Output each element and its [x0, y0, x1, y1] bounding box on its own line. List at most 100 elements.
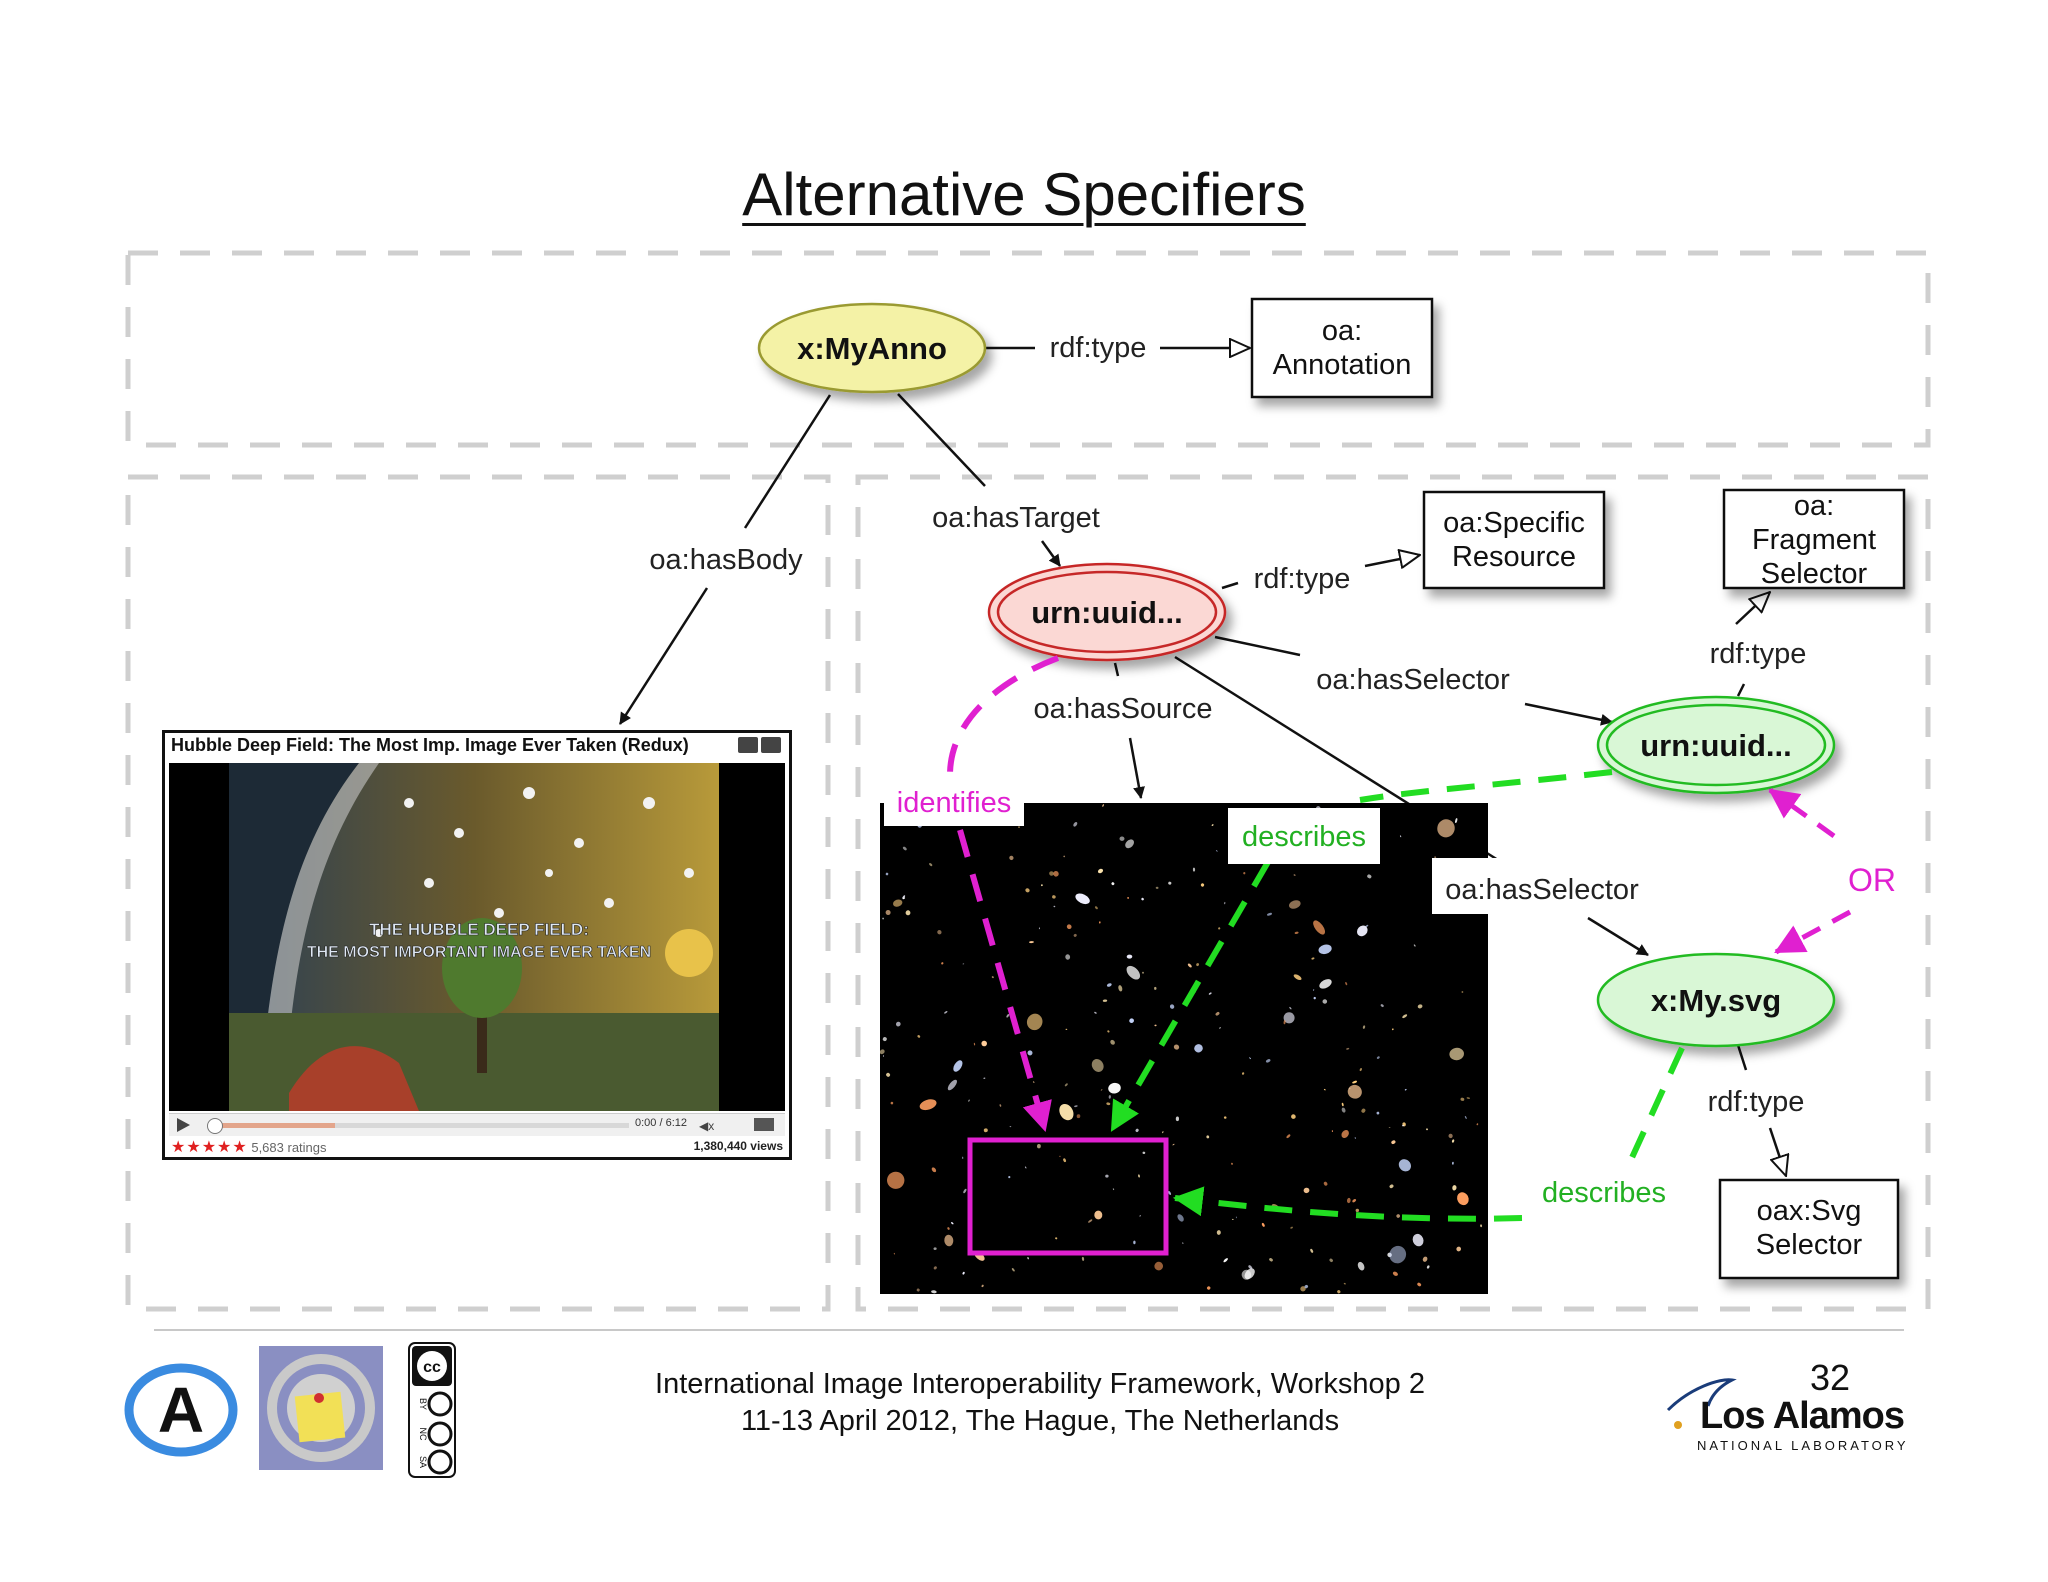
starfield [880, 803, 1488, 1294]
node-selector-uuid-outer [1596, 695, 1836, 795]
galaxy [1066, 924, 1072, 930]
galaxy [1027, 1257, 1029, 1260]
box-svg-selector [1718, 1178, 1900, 1280]
galaxy [1304, 1284, 1309, 1289]
video-frame[interactable]: THE HUBBLE DEEP FIELD: THE MOST IMPORTAN… [169, 763, 785, 1111]
galaxy [1354, 1137, 1356, 1139]
galaxy [1097, 868, 1104, 874]
galaxy [886, 1072, 891, 1077]
edge-rdf-type-target-a [1221, 581, 1239, 590]
galaxy [1345, 981, 1348, 986]
box-svg-selector-line2: Selector [1756, 1229, 1863, 1261]
footer-line-2: 11-13 April 2012, The Hague, The Netherl… [740, 1405, 1340, 1437]
edge-has-body-a [743, 394, 832, 529]
galaxy [1392, 1271, 1398, 1276]
galaxy [882, 1037, 887, 1042]
galaxy [1391, 1140, 1396, 1145]
edge-has-selector-a [1214, 635, 1301, 657]
edge-has-target-b [1040, 540, 1062, 567]
galaxy [1018, 826, 1020, 829]
galaxy [1331, 1130, 1334, 1132]
progress-knob[interactable] [207, 1118, 223, 1134]
galaxy [1053, 871, 1059, 877]
flag-icon[interactable] [761, 737, 781, 753]
galaxy [893, 899, 903, 907]
cc-nc-label: NC [418, 1428, 428, 1441]
galaxy [1361, 1108, 1366, 1113]
galaxy [1207, 1286, 1211, 1290]
edge-has-selector-2-b [1587, 916, 1649, 957]
galaxy [919, 1099, 937, 1111]
box-fragment-selector-line3: Selector [1761, 558, 1868, 590]
video-player[interactable]: Hubble Deep Field: The Most Imp. Image E… [162, 730, 792, 1160]
galaxy [1417, 1004, 1423, 1009]
video-overlay-line2: THE MOST IMPORTANT IMAGE EVER TAKEN [307, 944, 651, 961]
label-has-target: oa:hasTarget [932, 502, 1100, 534]
box-fragment-selector [1722, 488, 1906, 590]
org-name: Los Alamos [1700, 1395, 1905, 1437]
galaxy [1300, 1286, 1306, 1292]
galaxy [1053, 905, 1056, 908]
galaxy [1341, 1130, 1349, 1138]
galaxy [1261, 1222, 1265, 1227]
share-icon[interactable] [738, 737, 758, 753]
label-has-body: oa:hasBody [649, 544, 803, 576]
galaxy [947, 1227, 950, 1230]
node-my-anno [757, 302, 987, 394]
galaxy [1367, 874, 1372, 879]
box-fragment-selector-line2: Fragment [1752, 524, 1876, 556]
footer-line-1: International Image Interoperability Fra… [655, 1368, 1425, 1400]
galaxy [1076, 1114, 1081, 1119]
box-annotation-line2: Annotation [1273, 349, 1412, 381]
cc-by-label: BY [418, 1398, 428, 1410]
galaxy [1100, 1089, 1103, 1091]
galaxy [1106, 1102, 1111, 1106]
progress-bar[interactable] [207, 1118, 629, 1134]
node-selector-uuid [1605, 703, 1827, 787]
node-target-uuid [996, 570, 1218, 654]
galaxy [1293, 874, 1296, 876]
galaxy [1231, 1162, 1233, 1165]
box-svg-selector-line1: oax:Svg [1757, 1195, 1862, 1227]
galaxy [1404, 1088, 1407, 1091]
galaxy [1455, 818, 1458, 824]
play-icon[interactable] [177, 1118, 190, 1132]
rating-stars[interactable]: ★★★★★ [171, 1139, 248, 1156]
svg-text:cc: cc [423, 1359, 441, 1376]
galaxy [941, 962, 944, 965]
volume-icon[interactable]: ◀x [699, 1119, 715, 1133]
time-display: 0:00 / 6:12 [635, 1117, 687, 1129]
edge-has-source-b [1128, 737, 1145, 799]
galaxy [1341, 1107, 1346, 1113]
label-or: OR [1848, 862, 1896, 898]
node-target-uuid-outer [987, 562, 1227, 662]
galaxy [1388, 1126, 1391, 1128]
galaxy [1346, 1047, 1350, 1050]
galaxy [1303, 1187, 1310, 1194]
galaxy [1389, 1184, 1394, 1189]
view-count: 1,380,440 views [693, 1139, 783, 1153]
galaxy [1154, 1261, 1164, 1271]
galaxy [902, 846, 907, 851]
video-overlay-line1: THE HUBBLE DEEP FIELD: [369, 920, 589, 939]
label-describes-2: describes [1542, 1177, 1666, 1209]
galaxy [1422, 1256, 1428, 1262]
galaxy [1269, 1258, 1273, 1262]
galaxy [1288, 900, 1301, 909]
galaxy [1449, 1047, 1464, 1061]
edge-has-selector-b [1524, 702, 1613, 726]
galaxy [944, 1011, 948, 1014]
label-rdf-type-1: rdf:type [1050, 332, 1147, 364]
label-rdf-type-4: rdf:type [1708, 1086, 1805, 1118]
footer-divider [154, 1329, 1904, 1331]
edge-rdf-type-svg-a [1736, 1044, 1748, 1071]
svg-text:A: A [158, 1374, 204, 1446]
galaxy [963, 1188, 967, 1194]
galaxy [933, 1266, 937, 1270]
galaxy [951, 1222, 954, 1225]
ratings-count: 5,683 ratings [251, 1140, 327, 1155]
galaxy [882, 917, 884, 920]
galaxy [1311, 957, 1315, 960]
fullscreen-icon[interactable] [754, 1118, 774, 1131]
hubble-deep-field-image [880, 803, 1488, 1294]
